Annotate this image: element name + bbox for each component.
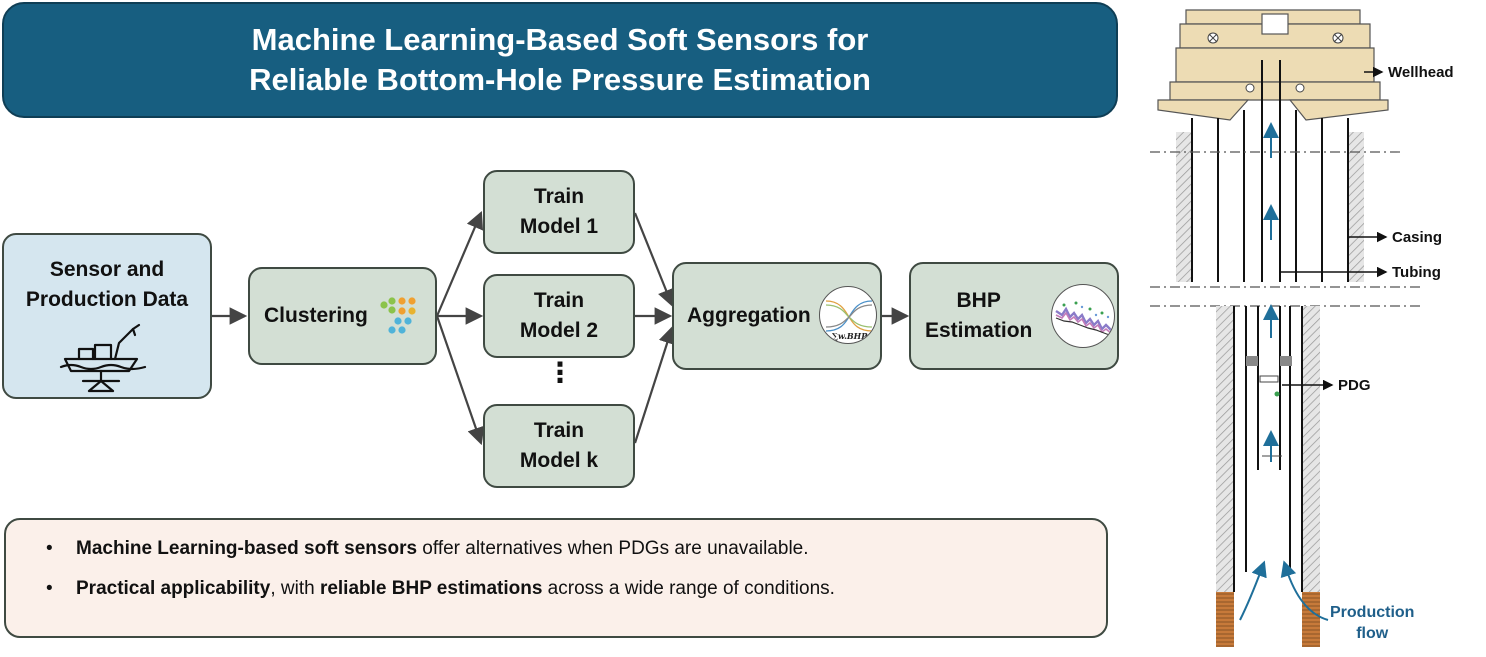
upper-formation-right <box>1348 132 1364 282</box>
train-model-2-box: Train Model 2 <box>483 274 635 358</box>
arrow-clustering-to-model1 <box>435 210 484 317</box>
lower-formation-left <box>1216 306 1234 592</box>
well-schematic <box>1150 9 1420 647</box>
note-2-rest: across a wide range of conditions. <box>542 578 835 599</box>
note-2-bold-1: Practical applicability <box>76 578 271 599</box>
aggregation-curves-icon: ∑w.BHP <box>819 286 877 344</box>
train-model-k-line-2: Model k <box>519 449 599 472</box>
perforation-left <box>1216 592 1234 647</box>
bhp-plot-icon <box>1051 284 1115 348</box>
production-flow-line-1: Production <box>1330 604 1415 621</box>
packer-right <box>1280 356 1292 366</box>
arrow-modelk-to-aggregation <box>633 325 676 444</box>
aggregation-formula: ∑w.BHP <box>832 331 868 341</box>
train-model-2-line-1: Train <box>533 289 585 312</box>
train-model-k-box: Train Model k <box>483 404 635 488</box>
bhp-line-2: Estimation <box>925 319 1033 342</box>
title-line-2: Reliable Bottom-Hole Pressure Estimation <box>249 62 871 97</box>
bhp-line-1: BHP <box>956 289 1001 312</box>
note-2-mid: , with <box>270 578 320 599</box>
note-2: Practical applicability, with reliable B… <box>46 576 1106 602</box>
tubing-label: Tubing <box>1392 264 1441 281</box>
note-1-rest: offer alternatives when PDGs are unavail… <box>417 538 809 559</box>
notes-panel: Machine Learning-based soft sensors offe… <box>4 518 1108 638</box>
casing-label: Casing <box>1392 229 1443 246</box>
production-flow-label: Production flow <box>1330 602 1414 644</box>
train-model-1-line-2: Model 1 <box>519 215 599 238</box>
sensor-box-line-1: Sensor and <box>49 258 165 281</box>
flow-arrows <box>212 210 910 446</box>
sensor-box-line-2: Production Data <box>25 288 189 311</box>
title-line-1: Machine Learning-Based Soft Sensors for <box>251 22 869 57</box>
ellipsis: ⋮ <box>546 357 574 388</box>
bhp-estimation-box: BHP Estimation <box>909 262 1119 370</box>
note-1: Machine Learning-based soft sensors offe… <box>46 536 1106 562</box>
upper-formation-left <box>1176 132 1192 282</box>
clustering-label: Clustering <box>264 304 368 327</box>
sensor-data-box: Sensor and Production Data <box>2 233 212 399</box>
offshore-platform-icon <box>59 323 147 393</box>
cluster-dots-icon <box>380 297 416 334</box>
train-model-1-line-1: Train <box>533 185 585 208</box>
note-2-bold-2: reliable BHP estimations <box>319 578 543 599</box>
aggregation-label: Aggregation <box>687 304 811 327</box>
note-1-bold: Machine Learning-based soft sensors <box>76 538 418 559</box>
pdg-gauge <box>1259 375 1279 383</box>
production-flow-line-2: flow <box>1356 625 1389 642</box>
train-model-2-line-2: Model 2 <box>519 319 599 342</box>
perforation-right <box>1302 592 1320 647</box>
title-banner: Machine Learning-Based Soft Sensors for … <box>2 2 1118 118</box>
aggregation-box: Aggregation ∑w.BHP <box>672 262 882 370</box>
train-model-k-line-1: Train <box>533 419 585 442</box>
wellhead-label: Wellhead <box>1388 64 1454 81</box>
arrow-model1-to-aggregation <box>633 212 675 308</box>
pdg-label: PDG <box>1338 377 1371 394</box>
lower-formation-right <box>1302 306 1320 592</box>
clustering-box: Clustering <box>248 267 437 365</box>
packer-left <box>1246 356 1258 366</box>
train-model-1-box: Train Model 1 <box>483 170 635 254</box>
wellhead-assembly <box>1157 9 1389 121</box>
arrow-clustering-to-modelk <box>435 315 485 446</box>
